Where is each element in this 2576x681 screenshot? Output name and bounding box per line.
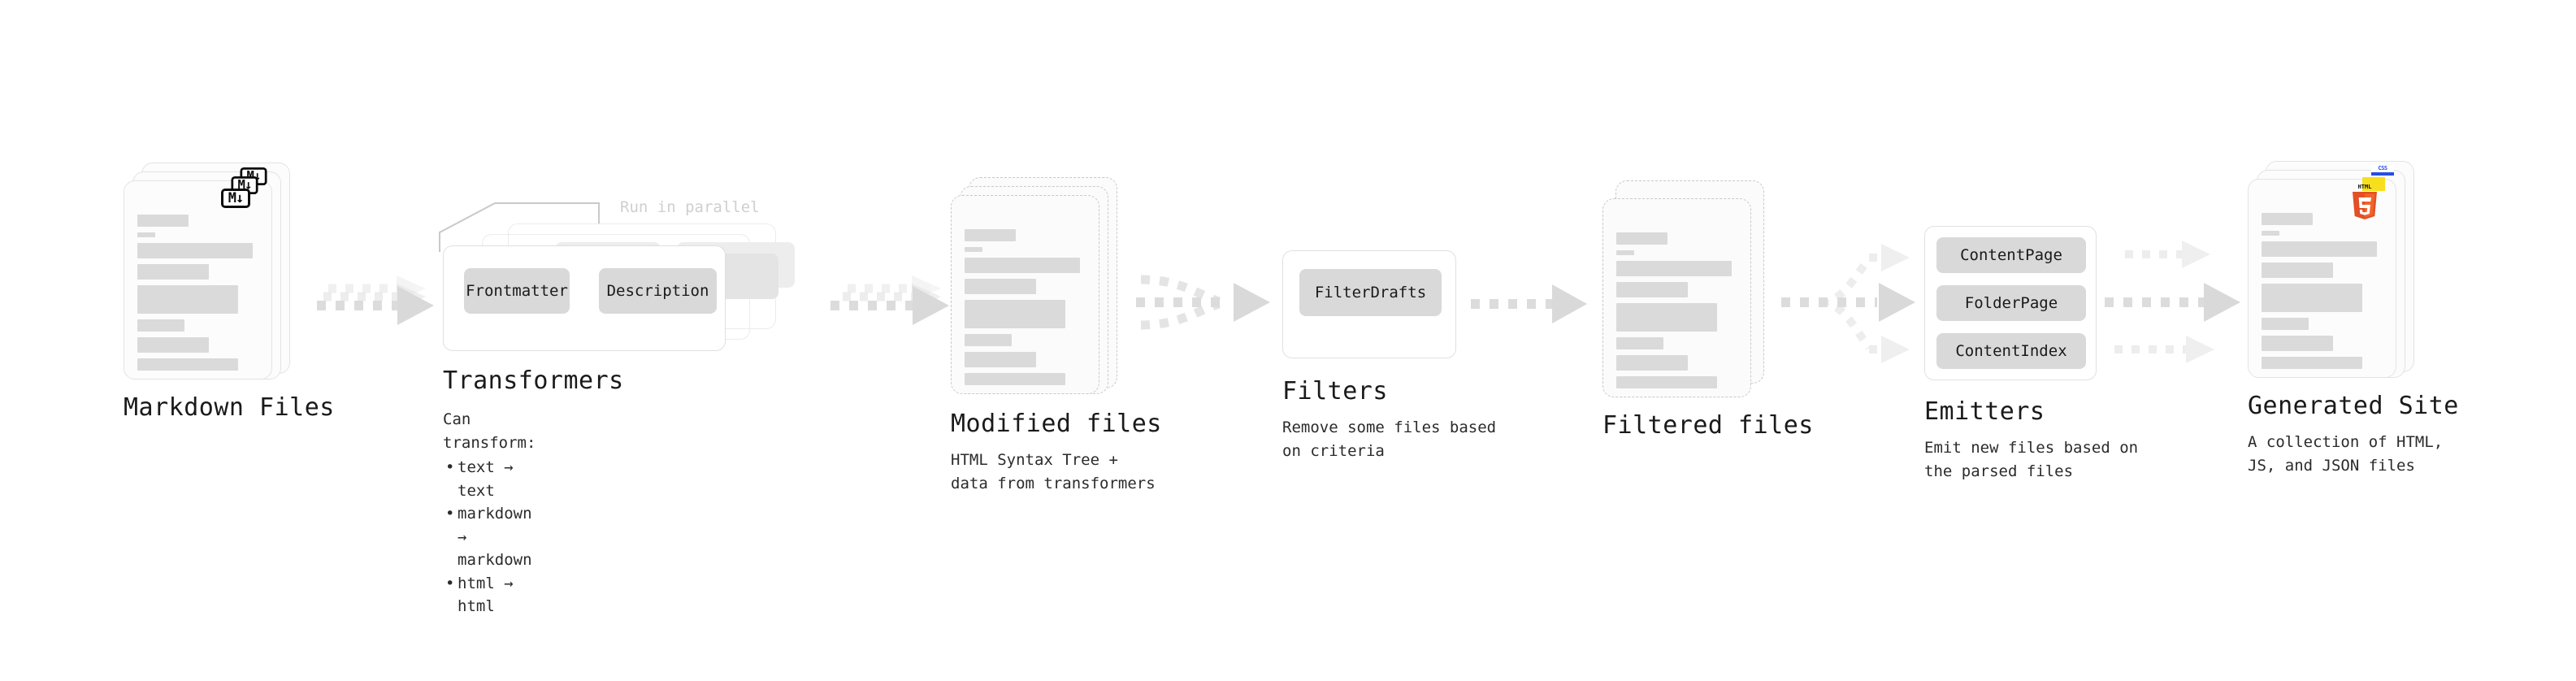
md-badge-text-front: M↓ <box>221 189 250 208</box>
modified-files-title: Modified files <box>951 410 1162 438</box>
stage-emitters[interactable]: ContentPage FolderPage ContentIndex Emit… <box>1924 226 2138 483</box>
connector-filtered-to-emitters <box>1781 244 1915 363</box>
connector-modified-to-filters <box>1136 275 1270 330</box>
emitter-node-folderpage[interactable]: FolderPage <box>1936 285 2086 321</box>
parallel-bracket <box>439 202 600 252</box>
generated-site-title: Generated Site <box>2248 392 2459 420</box>
markdown-file-stack: M↓ M↓ M↓ <box>124 163 290 380</box>
transformers-description: Can transform: text → text markdown → ma… <box>443 408 536 618</box>
emitters-title: Emitters <box>1924 397 2045 426</box>
js-badge-block <box>2362 177 2385 191</box>
transformers-bullet-2: html → html <box>443 572 536 618</box>
html5-badge: HTML <box>2348 184 2381 219</box>
connector-filters-to-filtered <box>1471 284 1587 323</box>
emitters-subtitle: Emit new files based on the parsed files <box>1924 439 2139 480</box>
transformer-node-description[interactable]: Description <box>599 268 717 314</box>
css-badge-text: CSS <box>2371 165 2394 176</box>
filters-box: FilterDrafts <box>1282 250 1456 358</box>
transformers-desc-lead: Can transform: <box>443 410 536 452</box>
filtered-skeleton <box>1616 232 1732 394</box>
stage-modified-files[interactable]: Modified files HTML Syntax Tree + data f… <box>951 177 1162 495</box>
transformers-bullet-1: markdown → markdown <box>443 502 536 572</box>
css-badge: CSS <box>2371 165 2394 176</box>
contentpage-label: ContentPage <box>1960 246 2062 264</box>
stage-generated-site[interactable]: CSS HTML <box>2248 161 2459 477</box>
filters-subtitle: Remove some files based on criteria <box>1282 419 1497 460</box>
markdown-badge-front: M↓ <box>221 189 250 208</box>
emitter-node-contentpage[interactable]: ContentPage <box>1936 237 2086 273</box>
markdown-files-title: Markdown Files <box>124 393 335 422</box>
generated-site-skeleton <box>2262 213 2377 375</box>
transformers-bullet-list: text → text markdown → markdown html → h… <box>443 456 536 618</box>
stage-filters[interactable]: FilterDrafts Filters Remove some files b… <box>1282 250 1496 462</box>
filtered-file-stack <box>1602 180 1769 397</box>
js-badge <box>2362 177 2385 191</box>
emitters-box: ContentPage FolderPage ContentIndex <box>1924 226 2097 380</box>
description-label: Description <box>606 282 709 300</box>
stage-markdown-files[interactable]: M↓ M↓ M↓ Markdown Files <box>124 163 335 421</box>
transformer-node-frontmatter[interactable]: Frontmatter <box>464 268 570 314</box>
run-in-parallel-label: Run in parallel <box>620 198 760 216</box>
html5-shield-icon <box>2353 192 2377 219</box>
generated-site-stack: CSS HTML <box>2248 161 2414 378</box>
modified-files-subtitle: HTML Syntax Tree + data from transformer… <box>951 451 1156 492</box>
connector-markdown-to-transformers <box>317 275 434 325</box>
generated-site-subtitle: A collection of HTML, JS, and JSON files <box>2248 433 2444 475</box>
html5-badge-top-text: HTML <box>2357 184 2372 190</box>
stage-filtered-files[interactable]: Filtered files <box>1602 180 1814 439</box>
frontmatter-label: Frontmatter <box>466 282 568 300</box>
modified-file-stack <box>951 177 1117 394</box>
connector-emitters-to-site <box>2105 241 2240 363</box>
contentindex-label: ContentIndex <box>1955 342 2067 360</box>
emitter-node-contentindex[interactable]: ContentIndex <box>1936 333 2086 369</box>
filters-title: Filters <box>1282 377 1388 406</box>
markdown-skeleton <box>137 215 253 376</box>
connector-transformers-to-modified <box>830 275 949 325</box>
filter-node-filterdrafts[interactable]: FilterDrafts <box>1299 269 1442 316</box>
modified-skeleton <box>965 229 1080 391</box>
filterdrafts-label: FilterDrafts <box>1314 284 1427 301</box>
transformers-title: Transformers <box>443 367 624 395</box>
filtered-files-title: Filtered files <box>1602 411 1814 440</box>
folderpage-label: FolderPage <box>1964 294 2058 312</box>
transformers-bullet-0: text → text <box>443 456 536 502</box>
